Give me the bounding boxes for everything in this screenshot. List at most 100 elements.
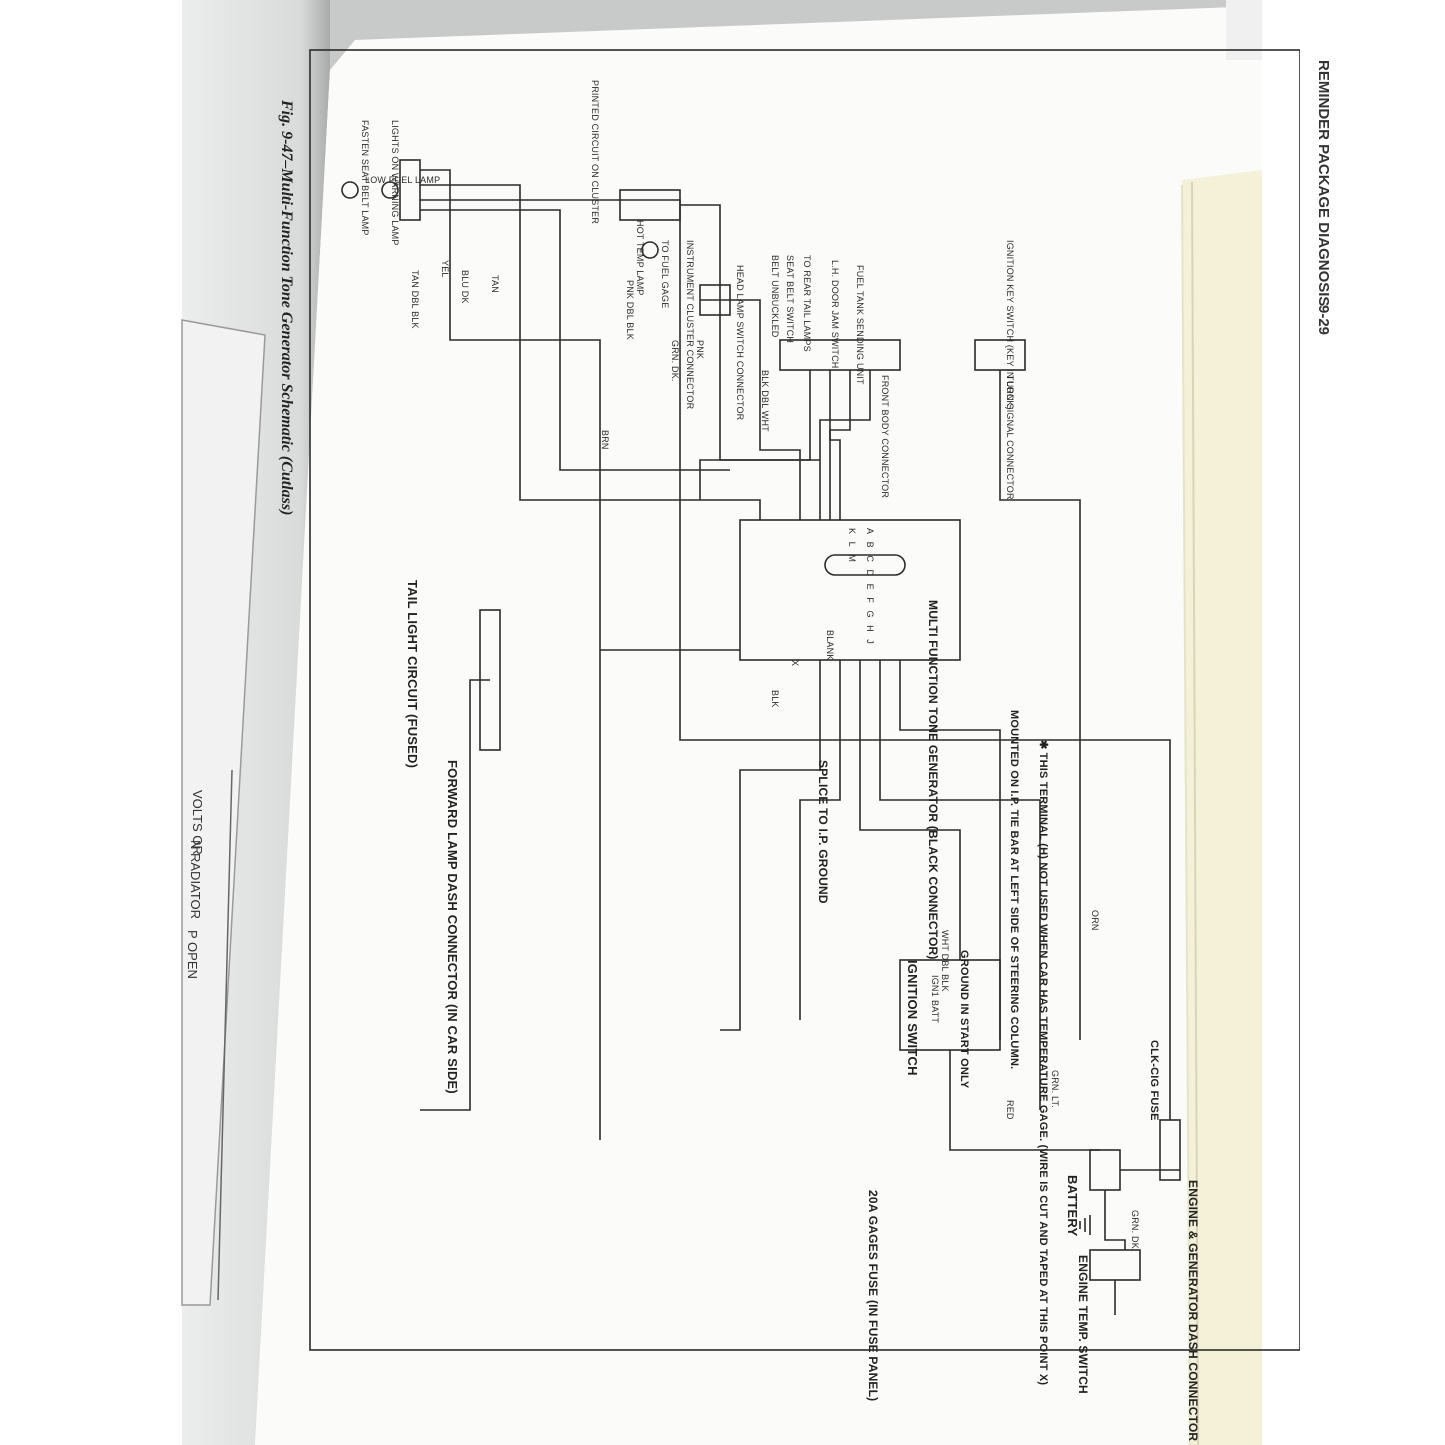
wire-label-yel: YEL <box>440 260 450 278</box>
label-instrument-cluster-connector: INSTRUMENT CLUSTER CONNECTOR <box>685 240 695 410</box>
pin-label: J <box>865 639 875 644</box>
label-forward-lamp-dash-connector: FORWARD LAMP DASH CONNECTOR (IN CAR SIDE… <box>445 760 460 1094</box>
page-stack-line <box>1191 181 1199 1445</box>
wire-path-10 <box>699 370 811 500</box>
schematic-drawing <box>309 49 1300 1351</box>
wire-path-19 <box>949 1050 1100 1151</box>
left-page-sheet <box>181 319 266 1306</box>
label-engine-generator-connector: ENGINE & GENERATOR DASH CONNECTOR <box>1186 1180 1200 1442</box>
label-turn-signal-connector: TURN SIGNAL CONNECTOR <box>1005 375 1015 500</box>
lights-on-lamp-bulb <box>381 181 399 199</box>
front-body-connector-block <box>779 339 901 371</box>
lamp-connector <box>399 159 421 221</box>
label-footnote: ✱ THIS TERMINAL (H) NOT USED WHEN CAR HA… <box>1037 740 1049 1386</box>
label-printed-circuit: PRINTED CIRCUIT ON CLUSTER <box>590 80 600 225</box>
turn-signal-connector-block <box>974 339 1026 371</box>
label-ignition-switch: IGNITION SWITCH <box>905 960 920 1076</box>
pin-label: A <box>865 528 875 535</box>
label-lights-on-lamp: LIGHTS ON WARNING LAMP <box>390 120 400 246</box>
label-to-rear-tail-lamps: TO REAR TAIL LAMPS <box>802 255 812 352</box>
label-lh-door-jam-switch: L.H. DOOR JAM SWITCH <box>830 260 840 369</box>
pin-label: C <box>865 555 875 563</box>
label-hot-temp-lamp: HOT TEMP LAMP <box>635 220 645 296</box>
label-engine-temp-switch: ENGINE TEMP. SWITCH <box>1076 1255 1090 1394</box>
wire-label-x: X <box>790 660 800 667</box>
wire-label-pnk: PNK <box>695 340 705 360</box>
schematic-border <box>309 49 1300 1351</box>
label-fasten-seat-belt-lamp: FASTEN SEAT BELT LAMP <box>360 120 370 236</box>
pin-label: E <box>865 583 875 590</box>
tone-generator-blank <box>824 554 906 576</box>
left-fragment-open: P OPEN <box>185 930 200 979</box>
label-battery: BATTERY <box>1065 1175 1080 1237</box>
wire-path-2 <box>420 169 601 1140</box>
wire-label-red: RED <box>1005 1100 1015 1120</box>
wire-label-grn-dk-short: GRN. DK. <box>1130 1210 1140 1252</box>
label-front-body-connector: FRONT BODY CONNECTOR <box>880 375 890 499</box>
page-stack-edge <box>1182 170 1262 1445</box>
label-to-fuel-gage: TO FUEL GAGE <box>660 240 670 309</box>
pin-label: B <box>865 541 875 548</box>
wire-path-15 <box>799 660 841 1020</box>
label-tail-light-circuit: TAIL LIGHT CIRCUIT (FUSED) <box>405 580 420 769</box>
wire-path-4 <box>420 209 730 471</box>
wire-path-7 <box>819 370 871 520</box>
hot-temp-lamp-bulb <box>641 241 659 259</box>
wire-path-6 <box>700 299 801 520</box>
wire-label-tan-dbl-blk: TAN DBL BLK <box>410 270 420 329</box>
label-fuel-tank-sending-unit: FUEL TANK SENDING UNIT <box>855 265 865 385</box>
page-stack-line-2 <box>1181 184 1191 1445</box>
pin-label: H <box>865 625 875 632</box>
engine-temp-switch-block <box>1089 1249 1141 1281</box>
battery-block <box>1089 1149 1121 1191</box>
label-tone-generator: MULTI FUNCTION TONE GENERATOR (BLACK CON… <box>926 600 940 960</box>
schematic-page: REMINDER PACKAGE DIAGNOSIS 9-29 <box>278 40 1332 1441</box>
left-fragment-radiator: N RADIATOR <box>188 840 203 919</box>
pin-label: K <box>847 528 857 535</box>
pin-label: F <box>865 597 875 603</box>
label-belt-unbuckled: BELT UNBUCKLED <box>770 255 780 338</box>
wire-label-brn: BRN <box>600 430 610 450</box>
label-ign1: IGN1 <box>930 975 940 997</box>
wire-path-13 <box>879 660 1041 1110</box>
wire-label-blk: BLK <box>770 690 780 708</box>
wire-path-5 <box>680 204 820 461</box>
instrument-cluster-connector-block <box>619 189 681 221</box>
wire-path-16 <box>720 660 821 1031</box>
wire-path-12 <box>899 660 1001 1040</box>
wire-path-9 <box>829 370 841 520</box>
label-mounted-note: MOUNTED ON I.P. TIE BAR AT LEFT SIDE OF … <box>1008 710 1020 1070</box>
wire-label-orn: ORN <box>1090 910 1100 931</box>
page-number: 9-29 <box>1315 305 1332 336</box>
wire-path-1 <box>420 199 1171 1120</box>
label-batt: BATT <box>930 1000 940 1024</box>
wire-path-3 <box>420 184 761 520</box>
pin-label: G <box>865 610 875 618</box>
wire-path-21 <box>1104 1190 1126 1250</box>
page-top-shadow <box>330 0 1262 70</box>
wire-label-blu-dk: BLU DK <box>460 270 470 304</box>
wire-path-18 <box>420 679 490 1111</box>
left-page-rule <box>217 769 233 1301</box>
wire-path-14 <box>859 660 961 960</box>
white-surround <box>1262 0 1445 1445</box>
label-low-fuel-lamp: LOW FUEL LAMP <box>365 175 441 185</box>
pin-label: L <box>847 541 857 547</box>
label-head-lamp-switch-connector: HEAD LAMP SWITCH CONNECTOR <box>735 265 745 421</box>
wire-label-blk-dbl-wht: BLK DBL WHT <box>760 370 770 432</box>
label-gages-fuse: 20A GAGES FUSE (IN FUSE PANEL) <box>866 1190 880 1402</box>
label-blank: BLANK <box>825 630 835 661</box>
pin-label: D <box>865 569 875 577</box>
wire-label-tan: TAN <box>490 275 500 293</box>
wire-path-8 <box>829 370 851 520</box>
label-splice: SPLICE TO I.P. GROUND <box>816 760 830 904</box>
pin-label: M <box>847 554 857 563</box>
label-clk-cig-fuse: CLK-CIG FUSE <box>1148 1040 1160 1121</box>
wire-label-grn-dk: GRN. DK. <box>670 340 680 382</box>
right-page <box>255 0 1262 1445</box>
wire-label-wht-dbl-blk: WHT DBL BLK <box>940 930 950 992</box>
wire-label-pnk-dbl-blk: PNK DBL BLK <box>625 280 635 340</box>
figure-caption: Fig. 9-47–Multi-Function Tone Generator … <box>278 100 295 516</box>
